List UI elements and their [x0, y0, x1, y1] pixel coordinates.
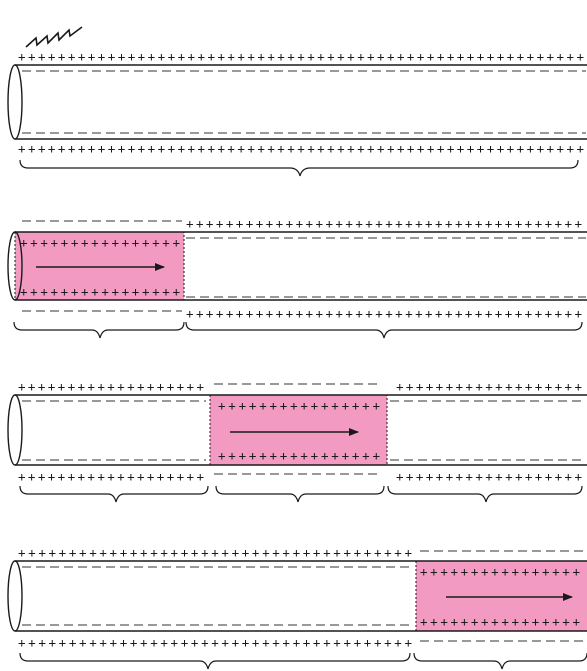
segment-brace	[186, 322, 582, 338]
positive-charge-row: +++++++++++++++++++	[18, 379, 204, 394]
axon-end-cap	[8, 65, 22, 139]
segment-brace	[216, 486, 384, 502]
positive-charge-row: +++++++++++++++++++++++++++++++++++++++	[18, 545, 412, 560]
axon-end-cap	[8, 561, 22, 631]
segment-brace	[20, 160, 578, 176]
segment-brace	[414, 653, 587, 669]
axon-panel-3: +++++++++++++++++++ +++++++++++++++++++ …	[8, 379, 587, 502]
axon-panel-2: ++++++++++++++++++++++++++++++++++++++++…	[8, 216, 587, 338]
positive-charge-row: +++++++++++++++++++	[396, 469, 582, 484]
axon-end-cap	[8, 395, 22, 465]
positive-charge-row: ++++++++++++++++++++++++++++++++++++++++…	[18, 49, 584, 64]
segment-brace	[388, 486, 582, 502]
depolarized-zone	[210, 395, 387, 465]
positive-charge-row: +++++++++++++++++++++++++++++++++++++++	[18, 635, 412, 650]
segment-brace	[20, 486, 208, 502]
positive-charge-row: ++++++++++++++++++++++++++++++++++++++++	[186, 216, 582, 231]
positive-charge-row: ++++++++++++++++++++++++++++++++++++++++…	[18, 141, 584, 156]
positive-charge-row: +++++++++++++++++++	[18, 469, 204, 484]
positive-charge-row: +++++++++++++++++++	[396, 379, 582, 394]
lightning-stimulus-icon	[26, 27, 82, 47]
axon-panel-4: +++++++++++++++++++++++++++++++++++++++ …	[8, 545, 587, 669]
segment-brace	[14, 322, 184, 338]
positive-charge-row: ++++++++++++++++++++++++++++++++++++++++	[186, 306, 582, 321]
axon-panel-1: ++++++++++++++++++++++++++++++++++++++++…	[8, 49, 587, 176]
segment-brace	[20, 653, 410, 669]
